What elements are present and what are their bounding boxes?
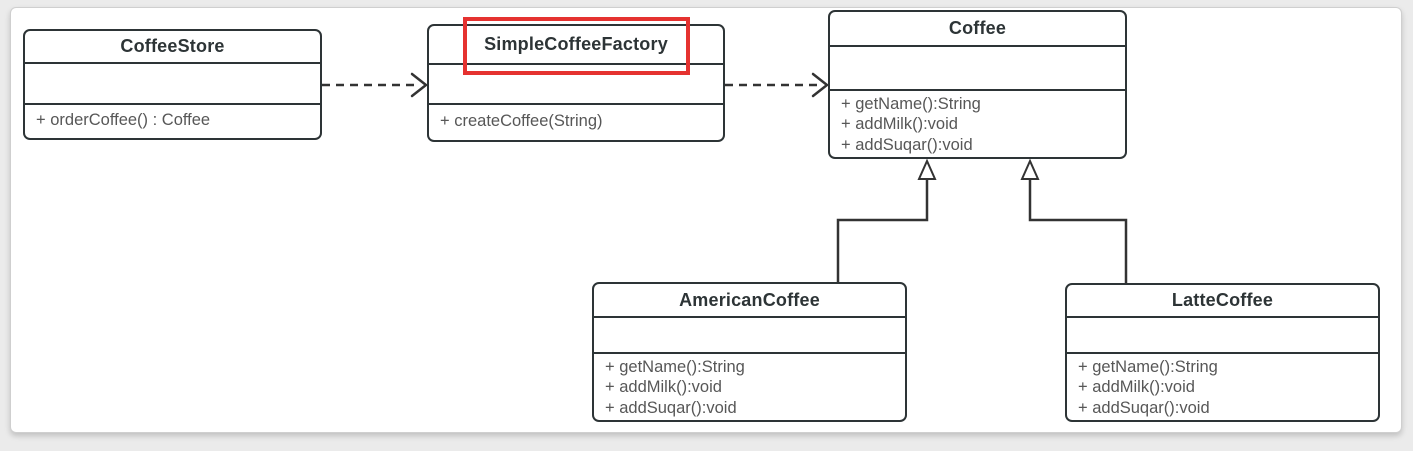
class-title: AmericanCoffee — [594, 284, 905, 319]
class-title: LatteCoffee — [1067, 285, 1378, 319]
method-line: + addMilk():void — [841, 115, 958, 133]
method-line: + getName():String — [841, 94, 981, 113]
method-line: + addMilk():void — [1078, 378, 1195, 396]
method-line: + orderCoffee() : Coffee — [36, 111, 211, 130]
method-line: + addSuqar():void — [605, 398, 737, 417]
class-box-coffee: Coffee + getName():String + addMilk():vo… — [828, 10, 1127, 159]
class-methods: + createCoffee(String) — [429, 105, 723, 140]
class-attributes-empty — [1067, 318, 1378, 354]
class-attributes-empty — [429, 65, 723, 105]
class-attributes-empty — [25, 64, 320, 105]
class-attributes-empty — [830, 47, 1125, 91]
method-line: + getName():String — [1078, 357, 1218, 376]
class-methods: + getName():String + addMilk():void + ad… — [594, 354, 905, 421]
class-box-americancoffee: AmericanCoffee + getName():String + addM… — [592, 282, 907, 422]
class-methods: + getName():String + addMilk():void + ad… — [1067, 354, 1378, 421]
method-line: + getName():String — [605, 357, 745, 376]
method-line: + addMilk():void — [605, 378, 722, 396]
class-attributes-empty — [594, 318, 905, 354]
class-box-simplecoffeefactory: SimpleCoffeeFactory + createCoffee(Strin… — [427, 24, 725, 142]
class-box-coffeestore: CoffeeStore + orderCoffee() : Coffee — [23, 29, 322, 140]
class-title: SimpleCoffeeFactory — [429, 26, 723, 65]
class-title: CoffeeStore — [25, 31, 320, 64]
method-line: + createCoffee(String) — [440, 112, 603, 131]
class-methods: + orderCoffee() : Coffee — [25, 105, 320, 138]
method-line: + addSuqar():void — [841, 135, 973, 154]
class-box-lattecoffee: LatteCoffee + getName():String + addMilk… — [1065, 283, 1380, 422]
method-line: + addSuqar():void — [1078, 398, 1210, 417]
class-title: Coffee — [830, 12, 1125, 48]
class-methods: + getName():String + addMilk():void + ad… — [830, 91, 1125, 158]
